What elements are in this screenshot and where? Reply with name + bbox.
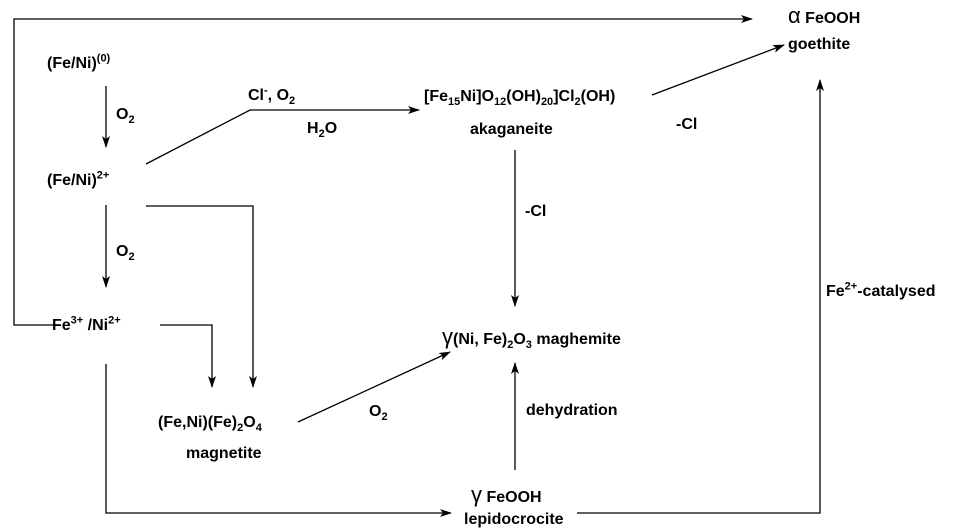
akaganeite-formula-p4: ]Cl (553, 88, 575, 105)
arrow-magnetite-to-maghemite (297, 351, 451, 423)
h2o-o: O (324, 120, 338, 137)
akaganeite-formula-s2: 12 (494, 96, 507, 109)
maghemite-p2: O (513, 331, 526, 348)
maghemite-s1: 2 (507, 339, 514, 352)
arrow-fe3-to-lepidocrocite (105, 364, 452, 517)
alpha-symbol: α (788, 3, 801, 28)
arrow-fe3-to-magnetite (160, 324, 216, 388)
node-fe-ni-2: (Fe/Ni)2+ (47, 169, 110, 190)
label-minus-cl-mid: -Cl (525, 203, 547, 220)
node-akaganeite-formula: [Fe15Ni]O12(OH)20]Cl2(OH) (424, 88, 616, 109)
magnetite-formula-s2: 4 (255, 422, 262, 435)
o2-mid-o: O (116, 243, 129, 260)
gamma-symbol: γ (442, 324, 453, 349)
fe2-catalysed-sup: 2+ (844, 280, 858, 293)
akaganeite-formula-s3: 20 (540, 96, 554, 109)
label-o2-magnetite: O2 (369, 403, 388, 424)
gamma-symbol: γ (471, 482, 482, 507)
arrow-fe2-to-akaganeite (145, 106, 420, 165)
node-fe-ni-0-sup: (0) (96, 52, 111, 65)
h2o-h: H (307, 120, 319, 137)
o2-top-o: O (116, 106, 129, 123)
magnetite-formula-p2: O (243, 414, 256, 431)
node-ni2-sup: 2+ (108, 314, 121, 327)
label-dehydration: dehydration (526, 402, 618, 419)
maghemite-p3: maghemite (531, 331, 621, 348)
node-fe3-text: Fe (52, 317, 71, 334)
fe2-catalysed-fe: Fe (826, 283, 845, 300)
akaganeite-formula-s4: 2 (574, 96, 581, 109)
o2-magnetite-sub: 2 (381, 411, 388, 424)
node-fe-ni-0: (Fe/Ni)(0) (47, 52, 111, 73)
node-ni2-text: /Ni (83, 317, 109, 334)
node-fe-ni-2-sup: 2+ (96, 169, 110, 182)
akaganeite-formula-p5: (OH) (580, 88, 616, 105)
magnetite-formula-p1: (Fe,Ni)(Fe) (158, 414, 238, 431)
node-fe3-ni2: Fe3+ /Ni2+ (52, 314, 121, 335)
arrow-fe3-to-goethite (13, 15, 753, 326)
label-fe2-catalysed: Fe2+-catalysed (826, 280, 936, 301)
arrow-akaganeite-to-goethite (651, 44, 785, 96)
node-maghemite: γ(Ni, Fe)2O3 maghemite (442, 326, 621, 352)
node-goethite-formula: α FeOOH (788, 5, 861, 28)
fe2-catalysed-text: -catalysed (857, 283, 936, 300)
cl-o2-o: , O (267, 87, 290, 104)
arrow-fe2-to-magnetite (146, 205, 257, 388)
node-magnetite-formula: (Fe,Ni)(Fe)2O4 (158, 414, 262, 435)
akaganeite-formula-s1: 15 (448, 96, 461, 109)
node-fe3-sup: 3+ (70, 314, 84, 327)
label-cl-o2: Cl-, O2 (248, 84, 296, 108)
maghemite-s2: 3 (525, 339, 532, 352)
node-goethite-name: goethite (788, 36, 851, 53)
label-minus-cl-top: -Cl (676, 116, 698, 133)
node-lepidocrocite-name: lepidocrocite (464, 511, 564, 528)
akaganeite-formula-p2: Ni]O (460, 88, 495, 105)
cl-o2-sup: - (264, 84, 268, 97)
node-fe-ni-0-base: (Fe/Ni) (47, 55, 97, 72)
lepidocrocite-formula-text: FeOOH (482, 489, 542, 506)
o2-magnetite-o: O (369, 403, 382, 420)
label-o2-mid: O2 (116, 243, 135, 264)
magnetite-formula-s1: 2 (237, 422, 244, 435)
label-h2o: H2O (307, 120, 338, 141)
akaganeite-formula-p1: [Fe (424, 88, 448, 105)
h2o-sub: 2 (318, 128, 325, 141)
maghemite-p1: (Ni, Fe) (453, 331, 508, 348)
akaganeite-formula-p3: (OH) (506, 88, 541, 105)
node-akaganeite-name: akaganeite (470, 121, 553, 138)
goethite-formula-text: FeOOH (800, 10, 861, 27)
cl-o2-cl: Cl (248, 87, 264, 104)
arrow-lepidocrocite-to-goethite (577, 79, 824, 514)
o2-top-sub: 2 (128, 114, 135, 127)
cl-o2-sub: 2 (289, 95, 296, 108)
node-lepidocrocite-formula: γ FeOOH (471, 484, 542, 507)
node-fe-ni-2-base: (Fe/Ni) (47, 172, 97, 189)
node-magnetite-name: magnetite (186, 445, 262, 462)
label-o2-top: O2 (116, 106, 135, 127)
o2-mid-sub: 2 (128, 251, 135, 264)
